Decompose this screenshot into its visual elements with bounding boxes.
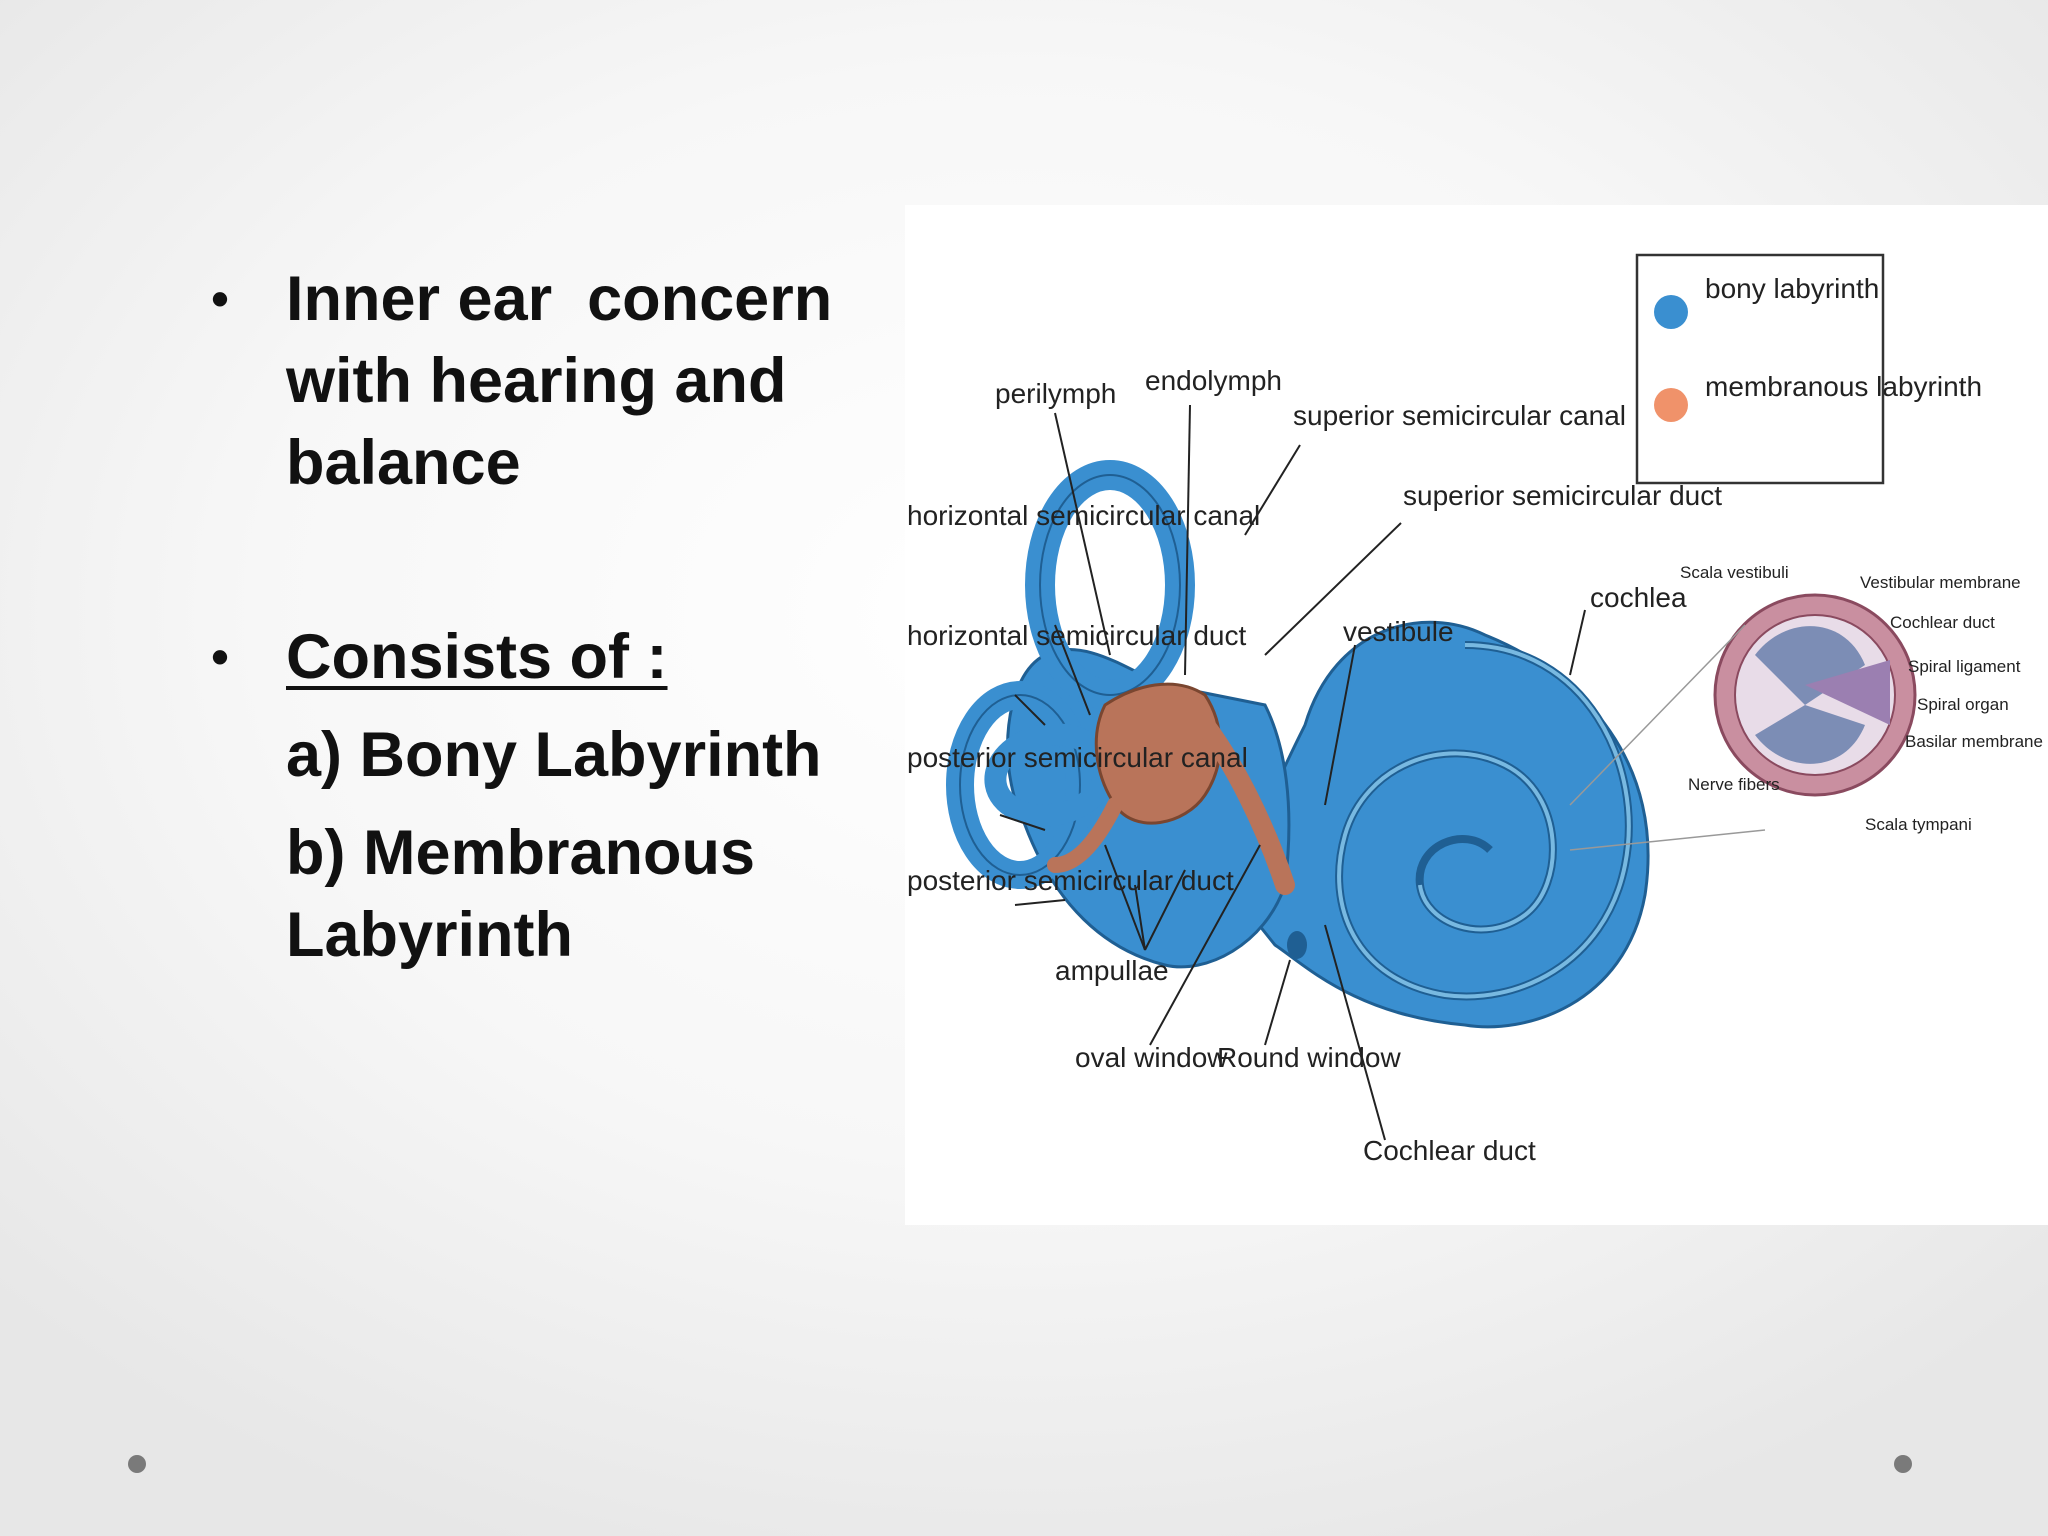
legend-bony-swatch [1654,295,1688,329]
bullet-marker: • [211,629,229,685]
label-superior-duct: superior semicircular duct [1403,480,1722,511]
cochlea-shape [1233,620,1650,1029]
bullet-list: • Inner ear concern with hearing and bal… [200,258,900,976]
label-horizontal-canal: horizontal semicircular canal [907,500,1260,531]
cochlea-cross-section [1569,593,1917,851]
vestibule-canals [946,460,1307,969]
label-spiral-organ: Spiral organ [1917,695,2009,714]
label-posterior-canal: posterior semicircular canal [907,742,1248,773]
bullet-spacer [200,504,900,616]
bullet-item-consists: • Consists of : [200,616,900,698]
legend: bony labyrinth membranous labyrinth [1635,253,1982,485]
label-vestibular-membrane: Vestibular membrane [1860,573,2021,592]
nav-dot-left [128,1455,146,1473]
label-ampullae: ampullae [1055,955,1169,986]
anatomy-labels: perilymph endolymph superior semicircula… [907,365,1722,1166]
bullet-text-consists: Consists of : [286,622,668,692]
label-posterior-duct: posterior semicircular duct [907,865,1234,896]
label-basilar-membrane: Basilar membrane [1905,732,2043,751]
nav-dot-right [1894,1455,1912,1473]
sub-item-bony: a) Bony Labyrinth [286,720,822,790]
label-cochlea: cochlea [1590,582,1687,613]
label-round-window: Round window [1217,1042,1401,1073]
label-superior-canal: superior semicircular canal [1293,400,1626,431]
legend-bony-label: bony labyrinth [1705,273,1879,304]
label-oval-window: oval window [1075,1042,1228,1073]
inner-ear-illustration: bony labyrinth membranous labyrinth [907,253,2043,1166]
label-cochlear-duct-small: Cochlear duct [1890,613,1995,632]
bullet-marker: • [211,271,229,327]
label-horizontal-duct: horizontal semicircular duct [907,620,1246,651]
label-spiral-ligament: Spiral ligament [1908,657,2021,676]
label-nerve-fibers: Nerve fibers [1688,775,1780,794]
inner-ear-figure: bony labyrinth membranous labyrinth [905,205,2048,1225]
cross-section-labels: Scala vestibuli Vestibular membrane Coch… [1680,563,2043,834]
legend-membranous-swatch [1654,388,1688,422]
label-vestibule: vestibule [1343,616,1454,647]
leader-lines [999,404,1586,1141]
label-endolymph: endolymph [1145,365,1282,396]
label-cochlear-duct: Cochlear duct [1363,1135,1536,1166]
legend-membranous-label: membranous labyrinth [1705,371,1982,402]
label-scala-tympani: Scala tympani [1865,815,1972,834]
sub-item-membranous: b) Membranous Labyrinth [286,818,756,970]
bullet-item-inner-ear: • Inner ear concern with hearing and bal… [200,258,900,504]
bullet-text-inner-ear: Inner ear concern with hearing and balan… [286,264,850,498]
label-perilymph: perilymph [995,378,1116,409]
label-scala-vestibuli: Scala vestibuli [1680,563,1789,582]
